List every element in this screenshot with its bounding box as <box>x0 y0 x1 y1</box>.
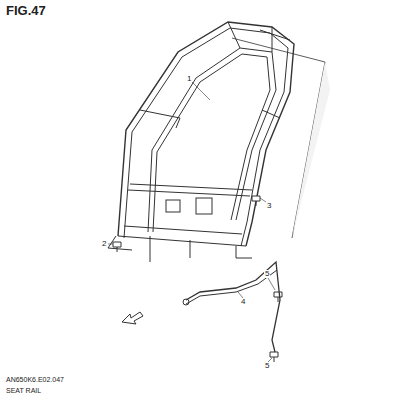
bracket <box>166 200 180 212</box>
figure-title: FIG.47 <box>6 4 46 17</box>
strap-end <box>183 299 189 305</box>
frame-rail <box>153 54 270 232</box>
callout-number: 5 <box>264 270 270 278</box>
rear-cross-member <box>228 22 290 52</box>
callout-number: 4 <box>240 298 246 306</box>
callout-number: 2 <box>101 240 107 248</box>
frame-outer <box>118 22 294 246</box>
front-cross-member <box>118 226 246 246</box>
guide-fill <box>292 62 330 238</box>
mount-tab <box>108 236 252 258</box>
callout-number: 3 <box>266 202 272 210</box>
frame-rail <box>148 48 276 232</box>
cross-member <box>128 184 252 196</box>
drawing-code: AN650K6.E02.047 <box>6 376 64 383</box>
bolt <box>113 196 282 362</box>
callout-number: 5 <box>264 362 270 370</box>
strap-bracket <box>186 270 277 304</box>
front-arrow-icon <box>122 312 143 324</box>
strap-bracket <box>186 262 280 352</box>
bracket <box>140 110 280 128</box>
leader-line <box>268 278 275 290</box>
leader-line <box>192 82 210 100</box>
bracket <box>196 198 212 214</box>
mount-tab <box>150 236 190 262</box>
leader-line <box>108 244 113 245</box>
callout-number: 1 <box>186 75 192 83</box>
part-group-name: SEAT RAIL <box>6 387 41 394</box>
frame-inner <box>124 28 288 246</box>
